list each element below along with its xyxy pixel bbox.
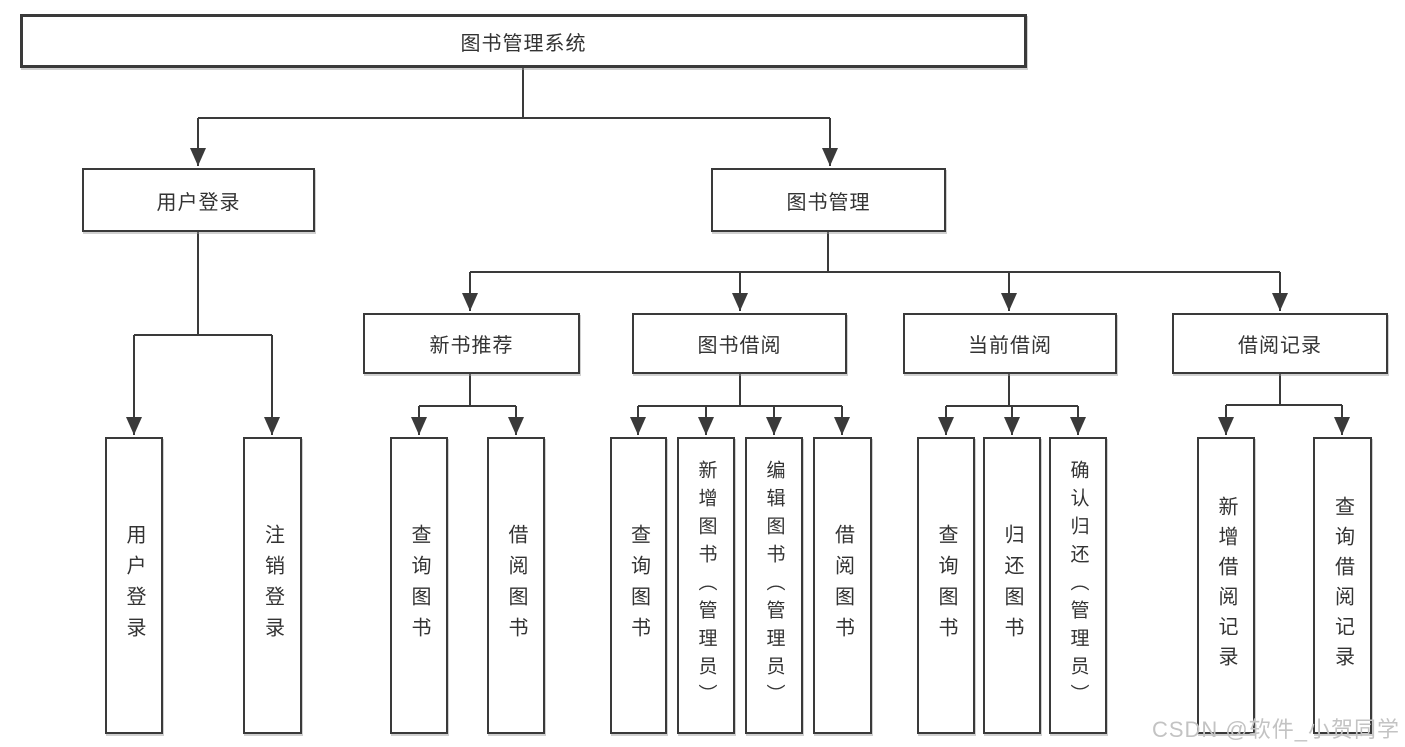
node-label: 当前借阅: [968, 335, 1052, 357]
leaf-query-books-1: 查询图书: [390, 437, 448, 734]
node-label: 归还图书: [1001, 523, 1023, 648]
leaf-return-books: 归还图书: [983, 437, 1041, 734]
node-current-borrowing: 当前借阅: [903, 313, 1117, 374]
leaf-add-book-admin: 新增图书（管理员）: [677, 437, 735, 734]
leaf-logout-login: 注销登录: [243, 437, 302, 734]
node-label: 查询借阅记录: [1331, 495, 1354, 676]
csdn-watermark: CSDN @软件_小贺同学: [1151, 717, 1400, 742]
leaf-query-borrow-record: 查询借阅记录: [1313, 437, 1372, 734]
leaf-borrow-books-2: 借阅图书: [813, 437, 872, 734]
leaf-confirm-return-admin: 确认归还（管理员）: [1049, 437, 1107, 734]
node-label: 图书管理: [786, 191, 871, 214]
leaf-query-books-2: 查询图书: [610, 437, 667, 734]
node-new-book-recommend: 新书推荐: [363, 313, 580, 374]
node-borrowing-records: 借阅记录: [1172, 313, 1388, 374]
node-label: 新书推荐: [429, 335, 514, 357]
node-book-management: 图书管理: [711, 168, 946, 232]
node-label: 图书管理系统: [460, 32, 587, 55]
node-book-borrowing: 图书借阅: [632, 313, 847, 374]
node-library-management-system: 图书管理系统: [20, 14, 1027, 68]
node-user-login: 用户登录: [82, 168, 315, 232]
node-label: 查询图书: [627, 523, 650, 648]
node-label: 新增图书（管理员）: [695, 459, 717, 712]
node-label: 用户登录: [156, 191, 241, 214]
node-label: 查询图书: [408, 523, 430, 648]
node-label: 借阅图书: [505, 523, 527, 648]
leaf-edit-book-admin: 编辑图书（管理员）: [745, 437, 803, 734]
leaf-add-borrow-record: 新增借阅记录: [1197, 437, 1255, 734]
node-label: 确认归还（管理员）: [1067, 459, 1089, 712]
leaf-user-login: 用户登录: [105, 437, 163, 734]
node-label: 借阅记录: [1238, 335, 1322, 357]
node-label: 查询图书: [935, 523, 957, 648]
leaf-query-books-3: 查询图书: [917, 437, 975, 734]
node-label: 借阅图书: [831, 523, 854, 648]
node-label: 新增借阅记录: [1215, 495, 1237, 676]
node-label: 图书借阅: [697, 335, 782, 357]
node-label: 注销登录: [261, 523, 284, 648]
node-label: 编辑图书（管理员）: [763, 459, 785, 712]
leaf-borrow-books-1: 借阅图书: [487, 437, 545, 734]
node-label: 用户登录: [123, 523, 145, 648]
